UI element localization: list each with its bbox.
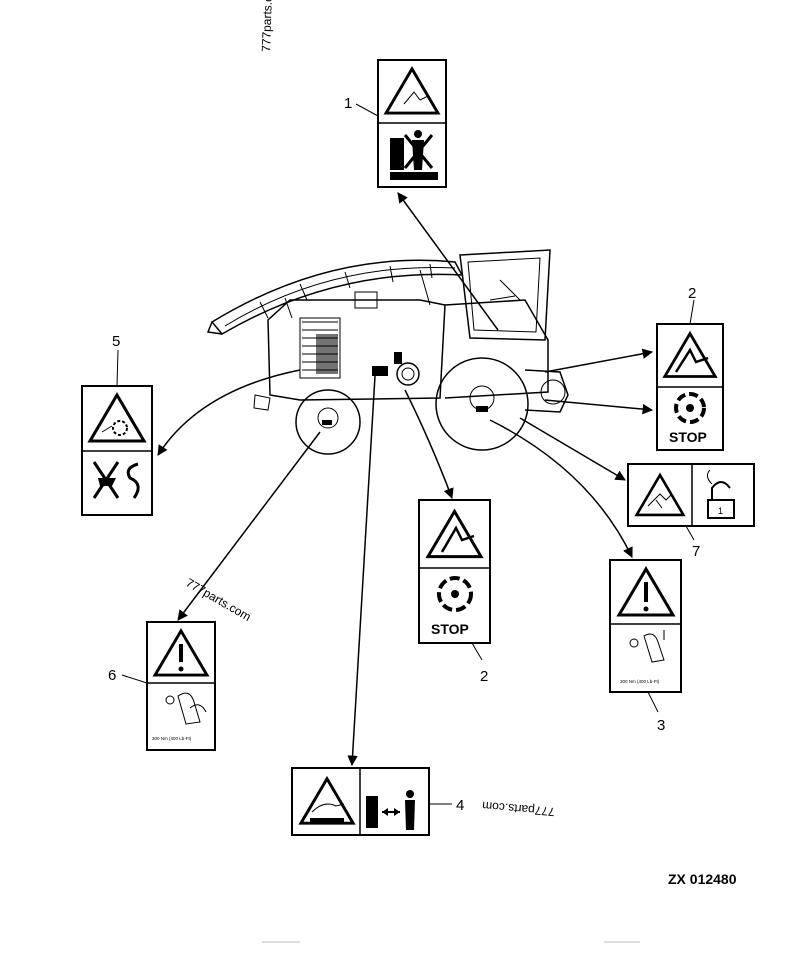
decal-2-right: STOP [656, 323, 724, 451]
decal-2-center-stop-text: STOP [431, 621, 469, 637]
callout-5: 5 [112, 333, 120, 350]
leader-arrows [157, 192, 654, 767]
callout-3: 3 [657, 717, 665, 734]
decal-4 [291, 767, 430, 836]
decal-2-right-stop-text: STOP [669, 429, 707, 445]
decal-3-torque-text: 300 Nm (400 Lb-Ft) [620, 679, 660, 684]
forage-harvester-machine [206, 249, 569, 455]
decal-7-lock-number: 1 [718, 506, 723, 516]
callout-4: 4 [456, 797, 464, 814]
callout-1: 1 [344, 95, 352, 112]
decal-6-torque-text: 300 Nm (400 Lb-Ft) [152, 736, 192, 741]
decal-6: 300 Nm (400 Lb-Ft) [146, 621, 216, 751]
decal-3: 300 Nm (400 Lb-Ft) [609, 559, 682, 693]
drawing-reference-number: ZX 012480 [668, 871, 737, 887]
watermark-bottom: 777parts.com [482, 799, 556, 819]
callout-7: 7 [692, 543, 700, 560]
decal-5 [81, 385, 153, 516]
watermark-top: 777parts.com [259, 0, 276, 52]
decal-1 [377, 59, 447, 188]
callout-6: 6 [108, 667, 116, 684]
decal-7: 1 [627, 463, 755, 527]
callout-2-bottom: 2 [480, 668, 488, 685]
decal-2-center: STOP [418, 499, 491, 644]
callout-2-top: 2 [688, 285, 696, 302]
